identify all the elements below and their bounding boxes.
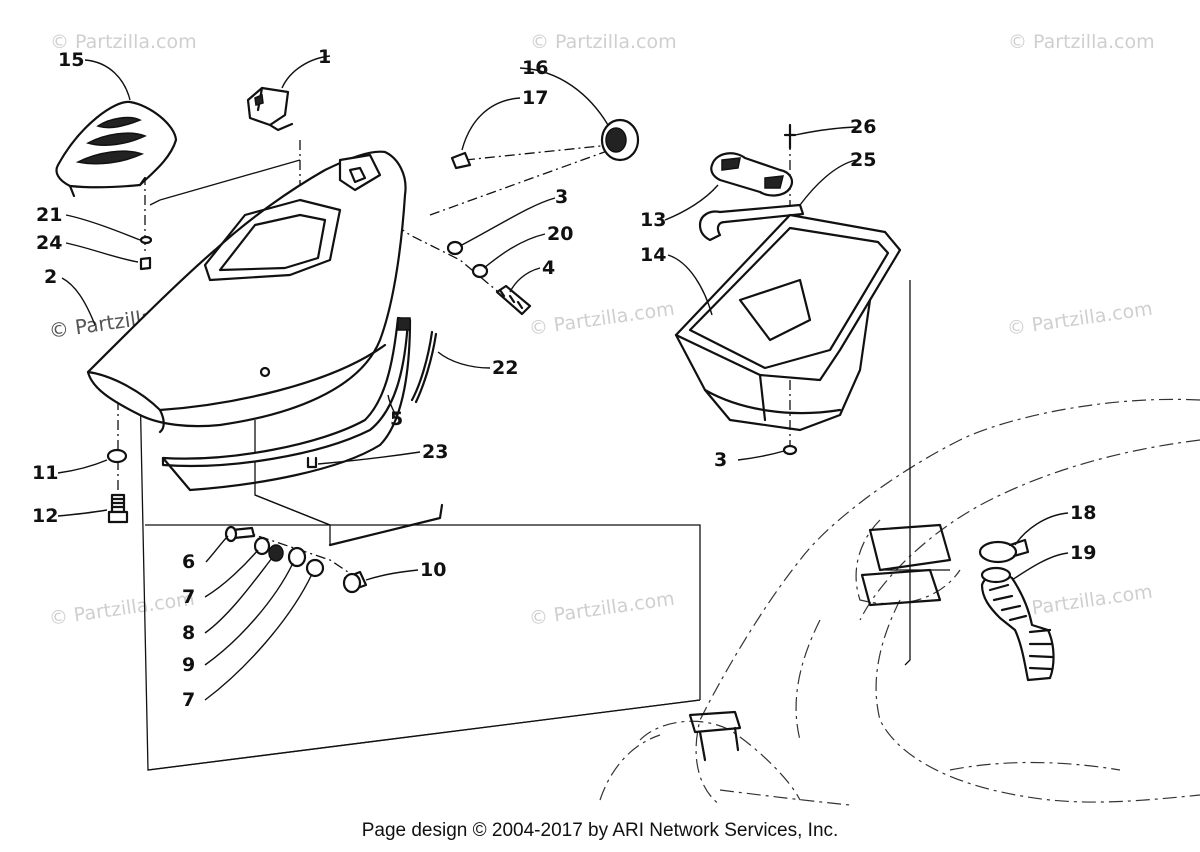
watermark: © Partzilla.com <box>528 588 676 630</box>
clamp-hose-parts <box>978 538 1055 682</box>
callout-22: 22 <box>492 357 518 379</box>
watermark: © Partzilla.com <box>50 31 197 53</box>
callout-14: 14 <box>640 244 666 266</box>
washer-bolt-parts <box>106 448 129 524</box>
callout-9: 9 <box>182 654 195 676</box>
fastener-parts <box>446 240 532 316</box>
page-footer: Page design © 2004-2017 by ARI Network S… <box>361 820 839 841</box>
callout-labels: 1 2 3 3 4 5 6 7 7 8 9 10 11 12 13 14 15 … <box>32 46 1096 711</box>
callout-15: 15 <box>58 49 84 71</box>
storage-box-part <box>674 213 902 432</box>
assembly-reference-lines <box>109 159 950 771</box>
trim-strip-part <box>161 316 412 492</box>
callout-17: 17 <box>522 87 548 109</box>
callout-18: 18 <box>1070 502 1096 524</box>
watermark: © Partzilla.com <box>1006 298 1154 340</box>
screw-part <box>783 123 797 150</box>
callout-19: 19 <box>1070 542 1096 564</box>
plug-part <box>450 151 472 170</box>
callout-3-lower: 3 <box>714 449 727 471</box>
callout-13: 13 <box>640 209 666 231</box>
box-latch-part <box>710 152 794 197</box>
callout-21: 21 <box>36 204 62 226</box>
watermark: © Partzilla.com <box>1008 31 1155 53</box>
callout-8: 8 <box>182 622 195 644</box>
callout-25: 25 <box>850 149 876 171</box>
console-hood-part <box>86 150 407 434</box>
callout-23: 23 <box>422 441 448 463</box>
callout-5: 5 <box>390 408 403 430</box>
watermark: © Partzilla.com <box>528 298 676 340</box>
leader-lines <box>57 55 1069 701</box>
clip-part <box>306 456 318 469</box>
fastener-stack-parts <box>224 503 444 594</box>
callout-3-upper: 3 <box>555 186 568 208</box>
callout-10: 10 <box>420 559 446 581</box>
strip-part <box>410 330 438 404</box>
watermark: © Partzilla.com <box>48 588 196 630</box>
callout-2: 2 <box>44 266 57 288</box>
callout-16: 16 <box>522 57 548 79</box>
washer-lower-part <box>782 444 798 456</box>
callout-4: 4 <box>542 257 555 279</box>
callout-1: 1 <box>318 46 331 68</box>
watermark: © Partzilla.com <box>530 31 677 53</box>
callout-12: 12 <box>32 505 58 527</box>
callout-11: 11 <box>32 462 58 484</box>
strap-part <box>698 203 805 242</box>
callout-7-upper: 7 <box>182 586 195 608</box>
vent-cover-part <box>55 100 178 198</box>
latch-part <box>246 86 294 132</box>
callout-26: 26 <box>850 116 876 138</box>
callout-6: 6 <box>182 551 195 573</box>
callout-20: 20 <box>547 223 573 245</box>
snowmobile-body-outline <box>599 398 1200 806</box>
callout-7-lower: 7 <box>182 689 195 711</box>
small-clip-parts <box>139 235 153 271</box>
callout-24: 24 <box>36 232 62 254</box>
grommet-part <box>600 118 640 162</box>
